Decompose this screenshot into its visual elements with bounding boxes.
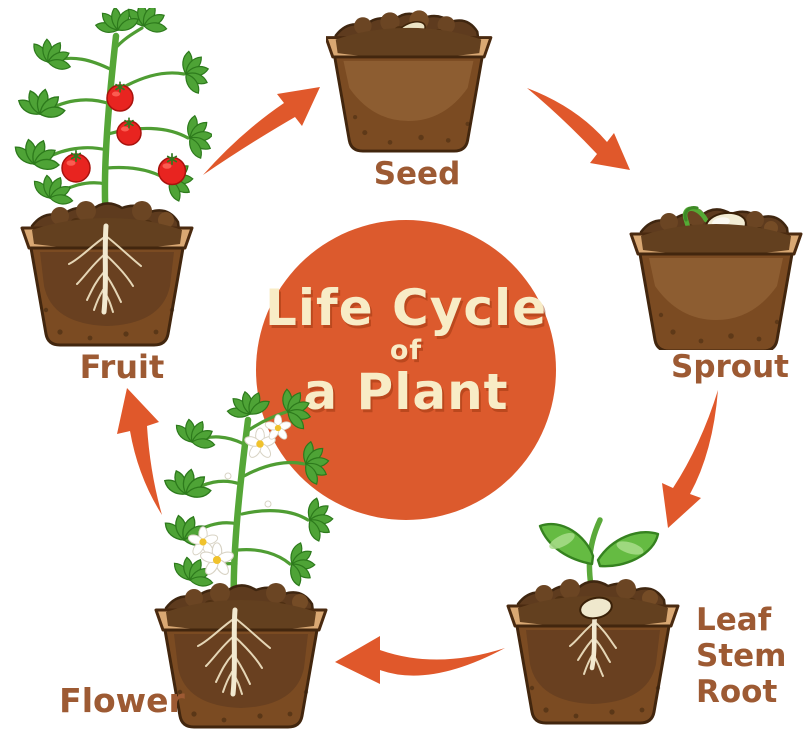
stage-label-flower: Flower — [59, 681, 185, 720]
seed-pot — [326, 10, 493, 153]
leaves — [159, 384, 334, 601]
fruit-to-seed-arrow-icon — [203, 87, 320, 175]
seed-husk — [579, 596, 613, 620]
seedling-plant — [538, 517, 660, 607]
label-line-root: Root — [696, 674, 778, 710]
flower-pot — [154, 583, 328, 729]
stage-label-sprout: Sprout — [671, 349, 789, 385]
fruit-plant-pot-illustration — [2, 8, 212, 347]
seed-to-sprout-arrow-icon — [527, 88, 630, 170]
taproot — [101, 223, 109, 315]
seed-pot-illustration — [326, 10, 493, 153]
tomatoes — [61, 81, 187, 186]
title-line-1: Life Cycle — [264, 279, 548, 337]
title-line-3: a Plant — [303, 363, 509, 422]
sprout-pot-illustration — [629, 206, 803, 350]
label-line-leaf: Leaf — [696, 602, 772, 638]
tomato-plant — [9, 8, 212, 224]
stage-label-seed: Seed — [373, 156, 461, 192]
stage-label-leaf-stem-root: Leaf Stem Root — [696, 602, 804, 710]
flower-plant — [159, 384, 334, 614]
white-flowers — [186, 414, 293, 578]
leaf-stem-root-to-flower-arrow-icon — [335, 636, 505, 684]
flower-plant-pot-illustration — [154, 384, 334, 729]
sprout-pot — [629, 206, 803, 350]
label-line-stem: Stem — [696, 638, 787, 674]
taproot — [230, 607, 238, 697]
stage-label-fruit: Fruit — [79, 348, 165, 386]
title-line-2: of — [389, 335, 423, 366]
stem — [101, 32, 120, 224]
taproot — [589, 611, 598, 671]
fruit-pot — [20, 201, 194, 347]
seedling-pot-illustration — [506, 517, 680, 725]
